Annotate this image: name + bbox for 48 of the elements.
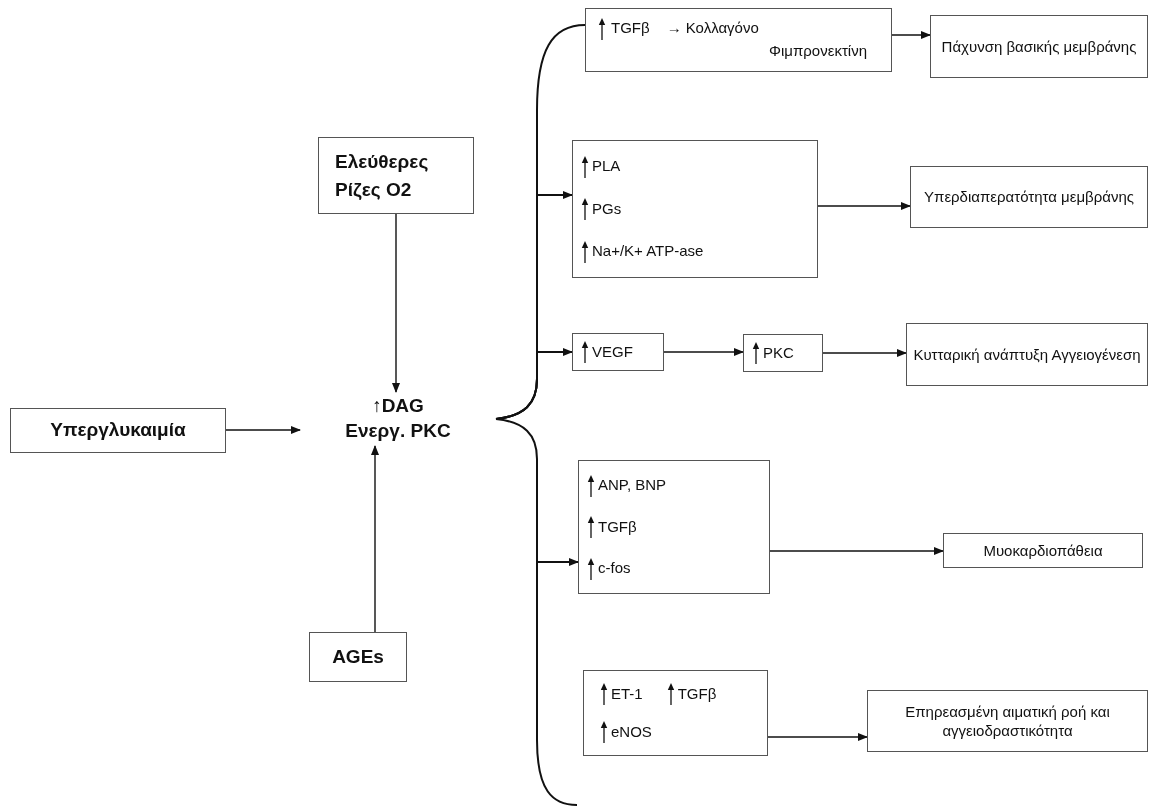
arrow — [495, 418, 579, 566]
node-text: Υπερδιαπερατότητα μεμβράνης — [924, 187, 1134, 207]
process-box — [943, 533, 1143, 568]
node-text: Μυοκαρδιοπάθεια — [983, 540, 1103, 561]
node-text: Υπεργλυκαιμία — [50, 418, 186, 443]
node-text: Κυτταρική ανάπτυξη Αγγειογένεση — [913, 344, 1141, 365]
node-text: Ελεύθερες Ρίζες O2 — [335, 149, 430, 202]
process-box — [906, 323, 1148, 386]
node-text: ANP, BNP — [598, 475, 667, 496]
node-text: Επηρεασμένη αιματική ροή και αγγειοδραστικότητα — [904, 701, 1111, 741]
node-text: Ενεργ. PKC — [345, 419, 451, 443]
node-text: Πάχυνση βασικής μεμβράνης — [941, 36, 1137, 57]
node-text: TGFβ — [677, 683, 717, 704]
node-text: Φιμπρονεκτίνη — [769, 40, 867, 61]
arrow — [767, 733, 868, 741]
process-box — [572, 140, 818, 278]
arrow — [769, 547, 944, 555]
process-box — [585, 8, 892, 72]
node-text: AGEs — [332, 644, 384, 669]
process-box — [743, 334, 823, 372]
process-box — [583, 670, 768, 756]
node-text: VEGF — [592, 341, 633, 362]
process-box — [318, 137, 474, 214]
node-text: c-fos — [598, 558, 631, 579]
node-text: → Κολλαγόνο — [666, 18, 759, 38]
node-text: Na+/K+ ATP-ase — [592, 241, 704, 262]
process-box — [10, 408, 226, 453]
node-text: TGFβ — [611, 18, 650, 38]
node-text: TGFβ — [598, 516, 637, 537]
arrow — [822, 349, 907, 357]
arrow — [392, 213, 400, 393]
node-text: PKC — [763, 342, 794, 363]
process-box — [930, 15, 1148, 78]
node-text: eNOS — [611, 721, 652, 742]
process-box — [867, 690, 1148, 752]
arrow — [663, 348, 744, 356]
process-box — [309, 632, 407, 682]
arrow — [891, 31, 931, 39]
node-text: PGs — [592, 198, 622, 219]
process-box — [578, 460, 770, 594]
node-text: ↑DAG — [372, 394, 424, 419]
arrow — [371, 445, 379, 633]
process-box — [910, 166, 1148, 228]
arrow — [817, 202, 911, 210]
arrow — [225, 426, 301, 434]
node-text: PLA — [592, 156, 621, 177]
node-text: ET-1 — [611, 683, 643, 704]
process-box — [572, 333, 664, 371]
